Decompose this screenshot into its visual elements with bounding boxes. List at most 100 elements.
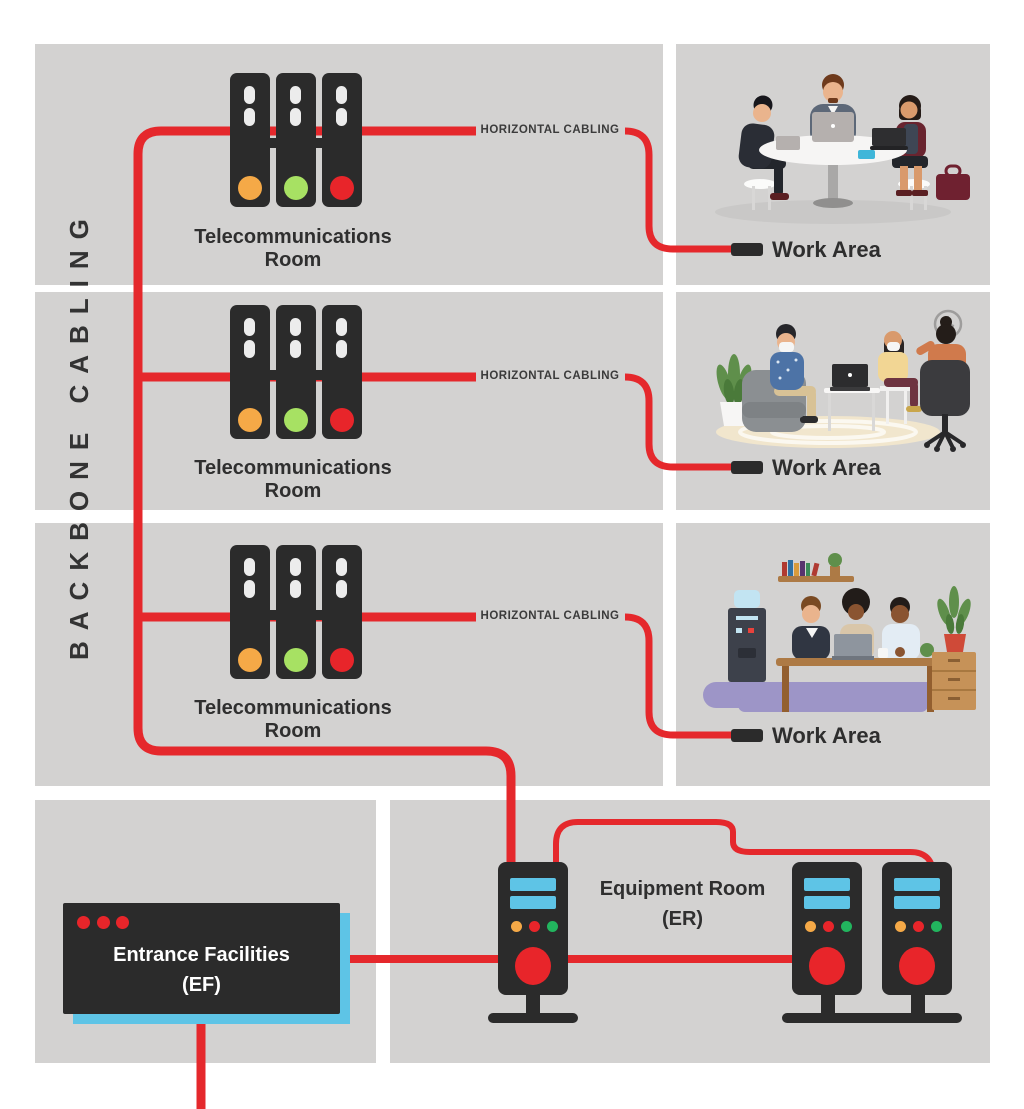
telecom-room-label: Telecommunications Room	[163, 457, 423, 503]
work-area-illustration-office-chat	[716, 309, 970, 452]
led-green-icon	[841, 921, 852, 932]
led-orange-icon	[511, 921, 522, 932]
rack-slot-icon	[336, 108, 347, 126]
server-vent-bar	[804, 878, 850, 891]
telecom-room-label-line1: Telecommunications	[194, 226, 392, 248]
rack-slot-icon	[244, 558, 255, 576]
led-red-icon	[823, 921, 834, 932]
led-orange-icon	[895, 921, 906, 932]
rack-lamp-green-icon	[284, 648, 308, 672]
server-vent-bar	[804, 896, 850, 909]
entrance-facilities-label: Entrance Facilities (EF)	[63, 940, 340, 1000]
server-tower-icon	[882, 862, 952, 995]
rack-tower-icon	[276, 305, 316, 439]
outlet-connector-icon	[731, 729, 763, 742]
server-vent-bar	[510, 878, 556, 891]
rack-slot-icon	[244, 86, 255, 104]
rack-slot-icon	[336, 580, 347, 598]
rack-slot-icon	[290, 318, 301, 336]
server-rack-icon	[230, 305, 362, 439]
equipment-loop-cable	[553, 819, 936, 876]
rack-slot-icon	[290, 580, 301, 598]
server-stand	[526, 994, 540, 1015]
led-red-icon	[913, 921, 924, 932]
server-stand-base	[488, 1013, 578, 1023]
rack-bridge	[266, 610, 282, 620]
server-tower-icon	[792, 862, 862, 995]
server-vent-bar	[894, 878, 940, 891]
telecom-room-label-line1: Telecommunications	[194, 457, 392, 479]
work-area-illustration-meeting-table	[715, 74, 970, 224]
backbone-cable-line	[133, 126, 516, 868]
status-dot-icon	[116, 916, 129, 929]
server-rack-icon	[230, 73, 362, 207]
rack-slot-icon	[244, 318, 255, 336]
server-tower-icon	[498, 862, 568, 995]
rack-bridge	[266, 370, 282, 380]
rack-bridge	[312, 138, 328, 148]
power-button-icon	[809, 947, 845, 985]
rack-slot-icon	[290, 558, 301, 576]
work-area-label: Work Area	[772, 237, 881, 262]
rack-lamp-orange-icon	[238, 176, 262, 200]
rack-bridge	[312, 610, 328, 620]
rack-tower-icon	[322, 73, 362, 207]
led-green-icon	[931, 921, 942, 932]
telecom-room-label: Telecommunications Room	[163, 697, 423, 743]
rack-tower-icon	[230, 73, 270, 207]
rack-slot-icon	[336, 318, 347, 336]
server-stand-base	[782, 1013, 962, 1023]
backbone-cabling-label: BACKBONE CABLING	[64, 208, 94, 660]
outlet-connector-icon	[731, 243, 763, 256]
rack-slot-icon	[290, 86, 301, 104]
entrance-facilities-label-line2: (EF)	[182, 974, 221, 996]
rack-tower-icon	[322, 305, 362, 439]
power-button-icon	[899, 947, 935, 985]
entrance-facilities-box: Entrance Facilities (EF)	[63, 903, 340, 1014]
horizontal-cable-row1	[624, 127, 733, 253]
equipment-room-label: Equipment Room (ER)	[570, 874, 795, 934]
rack-tower-icon	[276, 545, 316, 679]
led-green-icon	[547, 921, 558, 932]
equipment-room-label-line2: (ER)	[661, 908, 704, 930]
horizontal-cabling-label: HORIZONTAL CABLING	[480, 370, 620, 382]
server-vent-bar	[894, 896, 940, 909]
rack-lamp-red-icon	[330, 176, 354, 200]
telecom-room-label-line2: Room	[264, 480, 322, 502]
horizontal-cabling-label: HORIZONTAL CABLING	[480, 124, 620, 136]
rack-lamp-green-icon	[284, 176, 308, 200]
rack-lamp-orange-icon	[238, 408, 262, 432]
horizontal-cable-row3	[624, 613, 733, 739]
rack-slot-icon	[336, 340, 347, 358]
horizontal-cable-row2	[624, 373, 733, 471]
rack-tower-icon	[276, 73, 316, 207]
rack-bridge	[266, 138, 282, 148]
server-vent-bar	[510, 896, 556, 909]
rack-slot-icon	[290, 108, 301, 126]
rack-tower-icon	[230, 545, 270, 679]
rack-slot-icon	[244, 580, 255, 598]
rack-lamp-red-icon	[330, 648, 354, 672]
telecom-room-label-line1: Telecommunications	[194, 697, 392, 719]
rack-slot-icon	[244, 340, 255, 358]
rack-lamp-green-icon	[284, 408, 308, 432]
rack-lamp-orange-icon	[238, 648, 262, 672]
led-red-icon	[529, 921, 540, 932]
server-rack-icon	[230, 545, 362, 679]
rack-slot-icon	[290, 340, 301, 358]
outlet-connector-icon	[731, 461, 763, 474]
power-button-icon	[515, 947, 551, 985]
telecom-room-label-line2: Room	[264, 249, 322, 271]
equipment-room-label-line1: Equipment Room	[599, 878, 766, 900]
rack-lamp-red-icon	[330, 408, 354, 432]
rack-tower-icon	[322, 545, 362, 679]
server-stand	[911, 994, 925, 1015]
horizontal-cabling-label: HORIZONTAL CABLING	[480, 610, 620, 622]
status-dot-icon	[77, 916, 90, 929]
rack-slot-icon	[336, 86, 347, 104]
rack-bridge	[312, 370, 328, 380]
rack-slot-icon	[336, 558, 347, 576]
entrance-facilities-label-line1: Entrance Facilities	[113, 944, 290, 966]
work-area-label: Work Area	[772, 455, 881, 480]
